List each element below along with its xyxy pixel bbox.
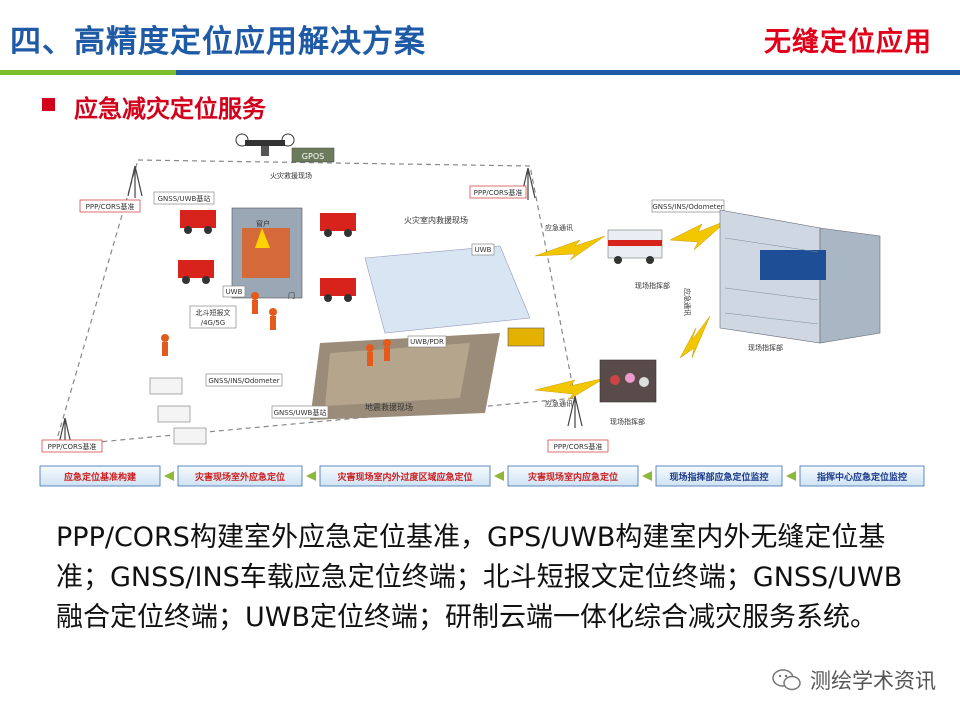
svg-text:GNSS/UWB基站: GNSS/UWB基站 <box>158 194 211 203</box>
section-subtitle: 应急减灾定位服务 <box>74 95 266 123</box>
watermark: 测绘学术资讯 <box>772 665 936 695</box>
svg-text:地震救援现场: 地震救援现场 <box>365 402 413 412</box>
svg-text:现场指挥部: 现场指挥部 <box>635 281 670 290</box>
svg-text:UWB/PDR: UWB/PDR <box>410 338 444 346</box>
svg-text:UWB: UWB <box>226 288 243 296</box>
header-divider-blue <box>176 70 960 75</box>
svg-text:PPP/CORS基准: PPP/CORS基准 <box>554 442 603 451</box>
svg-text:PPP/CORS基准: PPP/CORS基准 <box>474 188 523 197</box>
svg-text:UWB: UWB <box>475 246 492 254</box>
ambulance-icon <box>149 377 207 445</box>
wireless-link-icon <box>534 219 729 401</box>
svg-text:灾害现场室内应急定位: 灾害现场室内应急定位 <box>528 471 618 483</box>
svg-text:门: 门 <box>288 291 295 300</box>
header-divider-green <box>0 70 176 75</box>
svg-text:PPP/CORS基准: PPP/CORS基准 <box>86 202 135 211</box>
svg-text:北斗短报文: 北斗短报文 <box>196 308 231 317</box>
svg-text:火灾室内救援现场: 火灾室内救援现场 <box>404 215 468 225</box>
svg-text:GPOS: GPOS <box>302 152 324 161</box>
svg-text:现场指挥部: 现场指挥部 <box>610 417 645 426</box>
svg-text:灾害现场室外应急定位: 灾害现场室外应急定位 <box>195 471 285 483</box>
svg-text:应急定位基准构建: 应急定位基准构建 <box>64 471 137 483</box>
section-tag: 无缝定位应用 <box>764 27 932 58</box>
svg-text:GNSS/INS/Odometer: GNSS/INS/Odometer <box>208 377 279 385</box>
watermark-text: 测绘学术资讯 <box>810 669 936 693</box>
svg-text:PPP/CORS基准: PPP/CORS基准 <box>48 442 97 451</box>
emergency-positioning-diagram: GPOS PPP/CORS基准 GNSS/UWB基站 PPP/CORS基准 PP… <box>39 133 925 487</box>
svg-text:火灾救援现场: 火灾救援现场 <box>270 171 312 180</box>
process-flow: 应急定位基准构建 灾害现场室外应急定位 灾害现场室内外过度区域应急定位 灾害现场… <box>39 465 925 487</box>
svg-text:应急通讯: 应急通讯 <box>545 223 573 232</box>
fire-truck-icon <box>178 210 356 302</box>
page-title: 四、高精度定位应用解决方案 <box>10 24 426 60</box>
svg-text:应急通讯: 应急通讯 <box>545 399 573 408</box>
svg-text:现场指挥部应急定位监控: 现场指挥部应急定位监控 <box>669 471 768 483</box>
svg-text:应急通讯: 应急通讯 <box>683 288 692 316</box>
svg-text:窗户: 窗户 <box>256 219 270 228</box>
rescuer-icon <box>161 292 391 366</box>
svg-text:指挥中心应急定位监控: 指挥中心应急定位监控 <box>817 471 907 483</box>
wechat-icon <box>772 669 801 691</box>
drone-icon <box>235 133 295 156</box>
bullet-square-icon <box>42 98 55 111</box>
svg-text:GNSS/UWB基站: GNSS/UWB基站 <box>274 408 327 417</box>
svg-text:/4G/5G: /4G/5G <box>201 319 225 327</box>
svg-text:现场指挥部: 现场指挥部 <box>748 343 783 352</box>
svg-text:GNSS/INS/Odometer: GNSS/INS/Odometer <box>652 203 723 211</box>
description-text: PPP/CORS构建室外应急定位基准，GPS/UWB构建室内外无缝定位基准；GN… <box>56 522 903 633</box>
svg-text:灾害现场室内外过度区域应急定位: 灾害现场室内外过度区域应急定位 <box>337 471 472 483</box>
